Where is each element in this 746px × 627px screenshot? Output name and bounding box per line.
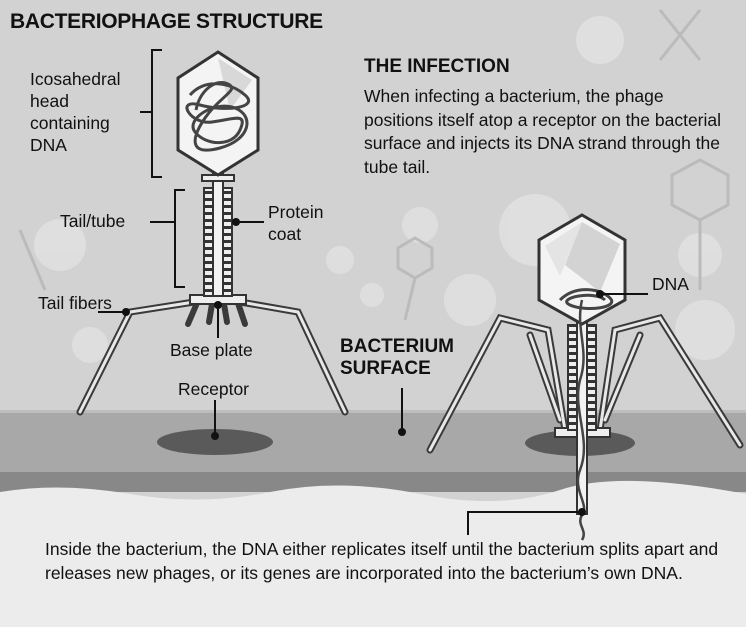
label-tail-tube: Tail/tube xyxy=(60,210,125,232)
label-icosahedral-head: Icosahedral head containing DNA xyxy=(30,68,150,156)
label-dna: DNA xyxy=(652,273,689,295)
label-base-plate: Base plate xyxy=(170,339,253,361)
infection-heading: THE INFECTION xyxy=(364,56,510,78)
label-receptor: Receptor xyxy=(178,378,249,400)
page-title: BACTERIOPHAGE STRUCTURE xyxy=(10,10,323,34)
label-tail-fibers: Tail fibers xyxy=(38,292,118,314)
bacterium-interior-description: Inside the bacterium, the DNA either rep… xyxy=(45,537,735,585)
infection-description: When infecting a bacterium, the phage po… xyxy=(364,85,724,179)
surface-edge xyxy=(0,410,746,413)
label-protein-coat: Protein coat xyxy=(268,201,348,245)
label-bacterium-surface: BACTERIUM SURFACE xyxy=(340,336,480,380)
